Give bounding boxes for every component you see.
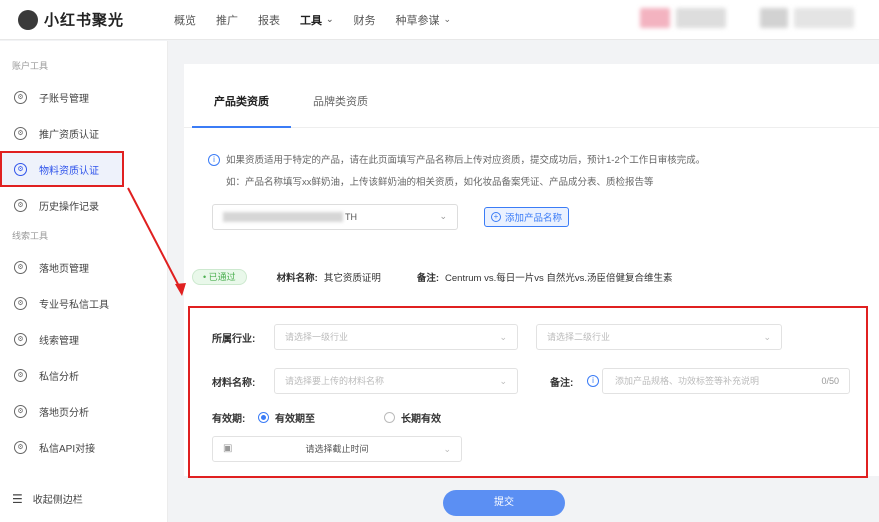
sidebar-item-history[interactable]: ⚙历史操作记录 [0, 187, 167, 223]
sidebar-item-dm-api[interactable]: ⚙私信API对接 [0, 429, 167, 465]
sidebar-item-sub-accounts[interactable]: ⚙子账号管理 [0, 79, 167, 115]
chevron-down-icon: ⌄ [443, 14, 452, 24]
approved-record-row: • 已通过 材料名称: 其它资质证明 备注: Centrum vs.每日一片vs… [192, 268, 872, 286]
menu-icon: ☰ [12, 491, 23, 506]
plus-icon: + [491, 212, 501, 222]
collapse-sidebar-button[interactable]: ☰ 收起侧边栏 [12, 491, 83, 507]
sidebar-item-landing-analysis[interactable]: ⚙落地页分析 [0, 393, 167, 429]
nav-promotion[interactable]: 推广 [216, 14, 238, 27]
sidebar-item-landing-pages[interactable]: ⚙落地页管理 [0, 249, 167, 285]
sidebar-item-leads[interactable]: ⚙线索管理 [0, 321, 167, 357]
brand-logo[interactable]: 小红书聚光 [18, 9, 168, 30]
chevron-down-icon: ⌄ [443, 444, 451, 454]
material-name-value: 其它资质证明 [323, 273, 381, 284]
submit-button[interactable]: 提交 [443, 490, 565, 516]
note-input[interactable]: 添加产品规格、功效标签等补充说明 0/50 [602, 368, 850, 394]
industry-level1-select[interactable]: 请选择一级行业 ⌄ [274, 324, 518, 350]
chevron-down-icon: ⌄ [499, 376, 507, 386]
help-icon[interactable]: i [587, 375, 599, 387]
sidebar: 账户工具 ⚙子账号管理 ⚙推广资质认证 ⚙物料资质认证 ⚙历史操作记录 线索工具… [0, 41, 168, 522]
blurred-product-name [223, 212, 343, 222]
gear-icon: ⚙ [14, 296, 27, 310]
gear-icon: ⚙ [14, 198, 27, 212]
tab-brand-qualification[interactable]: 品牌类资质 [313, 96, 368, 108]
radio-valid-until[interactable]: 有效期至 [258, 410, 315, 425]
blurred-account-area [640, 8, 670, 28]
product-name-select[interactable]: TH ⌄ [212, 204, 458, 230]
char-counter: 0/50 [821, 376, 839, 386]
logo-icon [18, 9, 38, 30]
gear-icon: ⚙ [14, 368, 27, 382]
tabs: 产品类资质 品牌类资质 [184, 64, 879, 128]
sidebar-group-account-tools: 账户工具 [12, 61, 49, 71]
info-icon: i [208, 154, 220, 167]
gear-icon: ⚙ [14, 332, 27, 346]
qualification-form: 所属行业: 请选择一级行业 ⌄ 请选择二级行业 ⌄ 材料名称: 请选择要上传的材… [188, 306, 868, 478]
radio-dot [258, 412, 269, 423]
sidebar-item-material-qualification[interactable]: ⚙物料资质认证 [0, 151, 124, 187]
nav-reports[interactable]: 报表 [258, 14, 280, 27]
top-nav: 概览 推广 报表 工具⌄ 财务 种草参谋⌄ [174, 12, 471, 28]
sidebar-group-lead-tools: 线索工具 [12, 231, 49, 241]
top-bar: 小红书聚光 概览 推广 报表 工具⌄ 财务 种草参谋⌄ [0, 0, 879, 40]
tab-product-qualification[interactable]: 产品类资质 [192, 93, 291, 128]
chevron-down-icon: ⌄ [439, 211, 447, 221]
chevron-down-icon: ⌄ [763, 332, 771, 342]
chevron-down-icon: ⌄ [326, 14, 334, 24]
nav-finance[interactable]: 财务 [353, 14, 376, 27]
gear-icon: ⚙ [14, 440, 27, 454]
note-value: Centrum vs.每日一片vs 自然光vs.汤臣倍健复合维生素 [445, 273, 673, 284]
nav-overview[interactable]: 概览 [174, 14, 196, 27]
brand-name: 小红书聚光 [44, 12, 125, 29]
gear-icon: ⚙ [14, 90, 27, 104]
blurred-account-area [676, 8, 726, 28]
radio-long-term[interactable]: 长期有效 [384, 410, 441, 425]
industry-level2-select[interactable]: 请选择二级行业 ⌄ [536, 324, 782, 350]
blurred-username [794, 8, 854, 28]
nav-tools[interactable]: 工具⌄ [300, 14, 334, 27]
radio-dot [384, 412, 395, 423]
sidebar-item-dm-tool[interactable]: ⚙专业号私信工具 [0, 285, 167, 321]
material-name-select[interactable]: 请选择要上传的材料名称 ⌄ [274, 368, 518, 394]
gear-icon: ⚙ [14, 126, 27, 140]
chevron-down-icon: ⌄ [499, 332, 507, 342]
blurred-avatar[interactable] [760, 8, 788, 28]
add-product-name-button[interactable]: + 添加产品名称 [484, 207, 570, 227]
status-badge: • 已通过 [192, 269, 247, 285]
sidebar-item-promo-qualification[interactable]: ⚙推广资质认证 [0, 115, 167, 151]
sidebar-item-dm-analysis[interactable]: ⚙私信分析 [0, 357, 167, 393]
gear-icon: ⚙ [14, 162, 27, 176]
gear-icon: ⚙ [14, 260, 27, 274]
gear-icon: ⚙ [14, 404, 27, 418]
calendar-icon: ▣ [223, 443, 233, 454]
nav-seeding-advisor[interactable]: 种草参谋⌄ [395, 14, 452, 27]
expiry-date-picker[interactable]: ▣ 请选择截止时间 ⌄ [212, 436, 462, 462]
